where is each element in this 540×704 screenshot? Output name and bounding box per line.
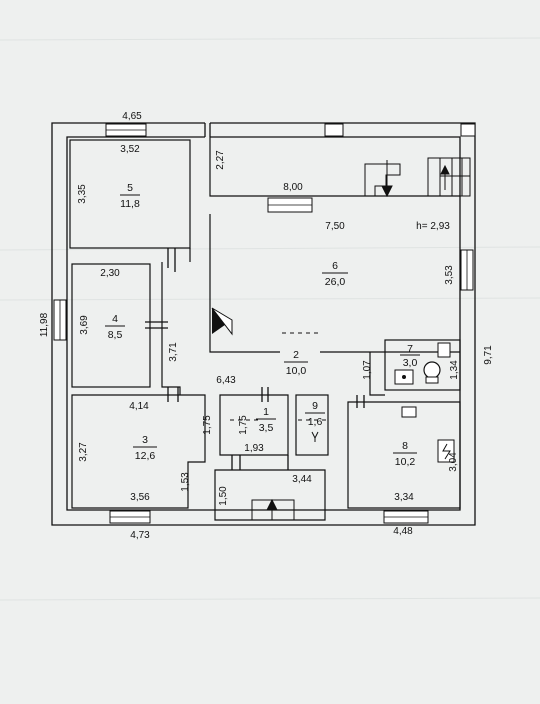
stove-outline-icon: [211, 307, 233, 336]
room-4-label: 4 8,5: [105, 313, 125, 341]
dimensions: 4,65 3,52 3,35 2,30 3,69 11,98 2,27 8,00…: [39, 111, 494, 541]
dim-height: h= 2,93: [416, 221, 450, 232]
room-5-label: 5 11,8: [120, 182, 140, 210]
svg-text:8,5: 8,5: [108, 329, 123, 341]
room-labels: 5 11,8 4 8,5 6 26,0 2 10,0 7 3,0 3 12,6: [105, 182, 420, 468]
room-3-label: 3 12,6: [133, 434, 157, 462]
dim-upper-top: 8,00: [283, 182, 303, 193]
dim-corridor-horizontal: 6,43: [216, 375, 236, 386]
dim-outer-bottom-right: 4,48: [393, 526, 413, 537]
dim-r4-top: 2,30: [100, 268, 120, 279]
kitchen-sink-icon: [401, 406, 417, 418]
dim-r3-top: 4,14: [129, 401, 149, 412]
dim-r8-bottom: 3,34: [394, 492, 414, 503]
svg-text:5: 5: [127, 182, 133, 194]
dim-porch-side: 1,50: [218, 486, 229, 506]
svg-text:1,6: 1,6: [308, 416, 323, 428]
room-7-label: 7 3,0: [400, 343, 420, 369]
dim-r5-side: 3,35: [77, 184, 88, 204]
paper-background-lines: [0, 37, 540, 601]
svg-text:26,0: 26,0: [325, 276, 346, 288]
stairs: [364, 157, 471, 197]
dim-r3-right: 1,75: [202, 415, 213, 435]
room-6-label: 6 26,0: [322, 260, 348, 288]
dim-r6-right: 3,53: [444, 265, 455, 285]
svg-text:2: 2: [293, 349, 299, 361]
room-8-label: 8 10,2: [393, 440, 417, 468]
dim-outer-top: 4,65: [122, 111, 142, 122]
svg-text:10,0: 10,0: [286, 365, 307, 377]
svg-text:12,6: 12,6: [135, 450, 156, 462]
svg-text:6: 6: [332, 260, 338, 272]
svg-text:11,8: 11,8: [120, 198, 140, 210]
dim-r3-notch: 1,53: [180, 472, 191, 492]
dim-r6-top: 7,50: [325, 221, 345, 232]
dim-corridor-vertical: 3,71: [168, 342, 179, 362]
window-glazing: [59, 129, 468, 518]
dashed-openings: [230, 332, 326, 421]
dim-r7-side: 1,07: [362, 360, 373, 380]
dim-r1-side: 1,75: [238, 415, 249, 435]
toilet-icon: [423, 361, 441, 379]
dim-outer-right: 9,71: [483, 345, 494, 365]
room-9-label: 9 1,6: [305, 400, 325, 428]
dim-upper-left: 2,27: [215, 150, 226, 170]
svg-text:1: 1: [263, 406, 269, 418]
dim-r8-right: 3,04: [448, 452, 459, 472]
svg-text:4: 4: [112, 313, 118, 325]
door-openings: [145, 248, 365, 470]
dim-outer-bottom-left: 4,73: [130, 530, 150, 541]
svg-text:10,2: 10,2: [395, 456, 416, 468]
stair-arrows: [266, 160, 450, 520]
outer-walls: [51, 122, 476, 526]
dim-outer-left: 11,98: [39, 312, 50, 337]
interior-walls: [69, 137, 461, 521]
svg-text:3: 3: [142, 434, 148, 446]
svg-text:3,5: 3,5: [259, 422, 274, 434]
lightning-icon: [442, 443, 451, 460]
drain-icon: [402, 375, 406, 379]
dim-r4-side: 3,69: [79, 315, 90, 335]
dim-r3-left: 3,27: [78, 442, 89, 462]
drain-fixture-icon: [311, 431, 319, 442]
dim-r3-bottom: 3,56: [130, 492, 150, 503]
dim-porch-top: 3,44: [292, 474, 312, 485]
svg-text:3,0: 3,0: [403, 357, 418, 369]
dim-r5-top: 3,52: [120, 144, 140, 155]
svg-text:8: 8: [402, 440, 408, 452]
svg-text:7: 7: [407, 343, 413, 355]
toilet-base-icon: [425, 376, 439, 384]
entrance-step: [251, 499, 295, 521]
room-1-label: 1 3,5: [256, 406, 276, 434]
room-2-label: 2 10,0: [284, 349, 308, 377]
boiler-icon: [437, 342, 451, 358]
dim-r7-right: 1,34: [449, 360, 460, 380]
svg-text:9: 9: [312, 400, 318, 412]
dim-r1-bottom: 1,93: [244, 443, 264, 454]
